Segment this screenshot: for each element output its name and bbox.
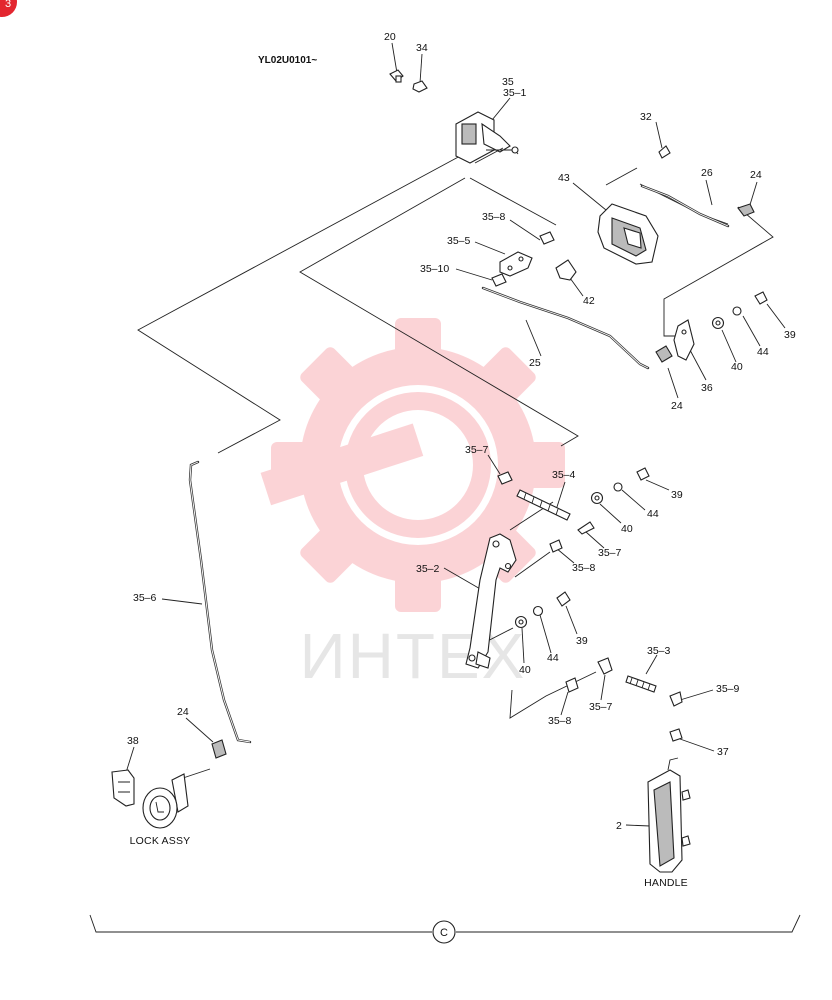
callout-39-c: 39 xyxy=(576,635,588,647)
callout-44-b: 44 xyxy=(647,508,659,520)
callout-24-top: 24 xyxy=(750,169,762,181)
callout-43: 43 xyxy=(558,172,570,184)
callout-35-3: 35–3 xyxy=(647,645,671,657)
callout-35-2: 35–2 xyxy=(416,563,440,575)
callout-39-b: 39 xyxy=(671,489,683,501)
pin-35-7-b-icon xyxy=(577,521,595,535)
bolt-20-icon xyxy=(389,69,404,83)
bolt-39-c-icon xyxy=(556,591,571,607)
callout-34: 34 xyxy=(416,42,428,54)
callout-35-8-b: 35–8 xyxy=(572,562,596,574)
callout-35-7-c: 35–7 xyxy=(589,701,613,713)
callout-36: 36 xyxy=(701,382,713,394)
handle-2-icon xyxy=(647,757,691,873)
handle-caption: HANDLE xyxy=(644,877,688,889)
callout-35-7-a: 35–7 xyxy=(465,444,489,456)
link-35-2-icon xyxy=(465,533,517,669)
nut-37-icon xyxy=(669,728,683,742)
callout-35: 35 xyxy=(502,76,514,88)
svg-text:3: 3 xyxy=(5,0,11,10)
callout-20: 20 xyxy=(384,31,396,43)
callouts: 20 34 35 35–1 32 26 24 43 35–8 35–5 35–1… xyxy=(127,31,796,832)
callout-35-7-b: 35–7 xyxy=(598,547,622,559)
plate-38-icon xyxy=(111,769,135,807)
rod-35-6-icon xyxy=(188,460,252,744)
housing-43-icon xyxy=(597,203,659,265)
callout-24-mid: 24 xyxy=(671,400,683,412)
bolt-35-8-c-icon xyxy=(565,677,579,693)
page-badge: 3 xyxy=(0,0,17,17)
washer-44-b-icon xyxy=(613,482,623,492)
rod-25-icon xyxy=(481,286,650,370)
callout-40-a: 40 xyxy=(731,361,743,373)
callout-35-9: 35–9 xyxy=(716,683,740,695)
callout-35-1: 35–1 xyxy=(503,87,527,99)
bolt-35-8-a-icon xyxy=(539,231,555,245)
callout-38: 38 xyxy=(127,735,139,747)
washer-44-a-icon xyxy=(732,306,742,316)
bolt-35-8-b-icon xyxy=(549,539,563,553)
bolt-39-b-icon xyxy=(636,467,650,481)
bolt-35-10-icon xyxy=(491,273,507,287)
clip-24-top-icon xyxy=(737,203,755,217)
bolt-32-icon xyxy=(658,145,671,159)
callout-35-10: 35–10 xyxy=(420,263,449,275)
callout-42: 42 xyxy=(583,295,595,307)
callout-35-6: 35–6 xyxy=(133,592,157,604)
rod-35-3-icon xyxy=(625,675,657,693)
callout-40-b: 40 xyxy=(621,523,633,535)
callout-26: 26 xyxy=(701,167,713,179)
clip-24-bot-icon xyxy=(211,739,227,759)
callout-25: 25 xyxy=(529,357,541,369)
callout-44-c: 44 xyxy=(547,652,559,664)
callout-35-8-c: 35–8 xyxy=(548,715,572,727)
watermark-text: ИНТЕХ xyxy=(300,620,527,692)
nut-34-icon xyxy=(412,80,428,93)
callout-35-8-a: 35–8 xyxy=(482,211,506,223)
bolt-39-a-icon xyxy=(754,291,768,305)
leader-lines xyxy=(89,42,801,933)
washer-44-c-icon xyxy=(532,605,544,617)
bolt-35-9-icon xyxy=(669,691,683,707)
callout-44-a: 44 xyxy=(757,346,769,358)
callout-37: 37 xyxy=(717,746,729,758)
lock-cylinder-icon xyxy=(142,773,189,829)
pin-35-7-c-icon xyxy=(597,657,613,675)
callout-32: 32 xyxy=(640,111,652,123)
callout-35-4: 35–4 xyxy=(552,469,576,481)
section-marker: C xyxy=(432,920,456,944)
model-code: YL02U0101~ xyxy=(258,55,317,66)
pin-35-7-a-icon xyxy=(497,471,513,485)
rod-26-icon xyxy=(640,184,730,228)
callout-39-a: 39 xyxy=(784,329,796,341)
watermark-logo xyxy=(260,318,565,612)
lock-assy-caption: LOCK ASSY xyxy=(130,835,191,847)
plate-35-5-icon xyxy=(499,251,533,277)
cam-42-icon xyxy=(555,259,577,281)
parts xyxy=(111,69,768,873)
lever-36-icon xyxy=(673,319,695,361)
lock-body-35-icon xyxy=(455,111,519,164)
callout-40-c: 40 xyxy=(519,664,531,676)
callout-24-bot: 24 xyxy=(177,706,189,718)
svg-text:C: C xyxy=(440,927,448,939)
callout-2: 2 xyxy=(616,820,622,832)
callout-35-5: 35–5 xyxy=(447,235,471,247)
clip-24-mid-icon xyxy=(655,345,673,363)
